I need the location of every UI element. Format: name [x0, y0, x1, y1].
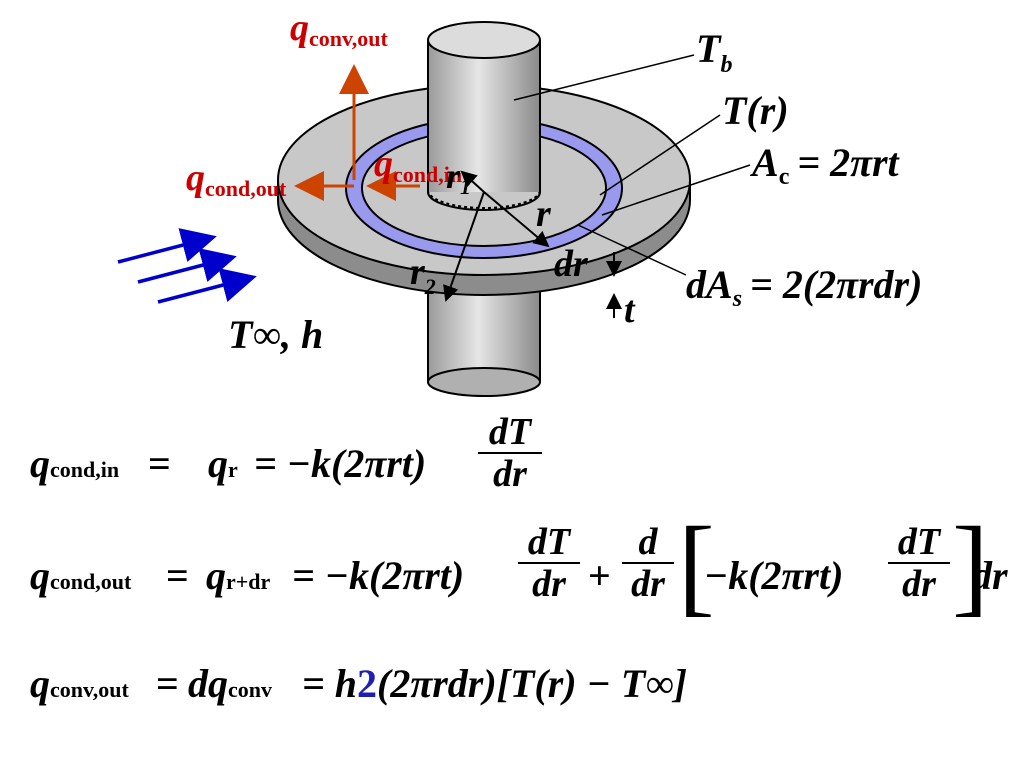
- fluid-flow-arrows: [117, 228, 257, 304]
- eq3-dq: dqconv: [188, 661, 272, 706]
- label-Tinf-h: T∞, h: [228, 312, 323, 357]
- label-r1: r1: [446, 156, 471, 199]
- eq1-equals: =: [148, 441, 171, 486]
- eq2-bracket-right: ]: [952, 504, 989, 626]
- radius-lines: [443, 170, 550, 302]
- eq2-rhs1: = −k(2πrt): [292, 553, 465, 598]
- label-Tr: T(r): [722, 88, 789, 133]
- label-dAs: dAs= 2(2πrdr): [686, 262, 922, 312]
- label-q-cond-out: qcond,out: [186, 157, 287, 201]
- label-Tb: Tb: [696, 26, 732, 78]
- eq2-qrdr: qr+dr: [206, 553, 271, 598]
- heat-flow-arrows: [294, 64, 420, 201]
- label-r2: r2: [410, 251, 436, 299]
- label-q-cond-in: qcond,in: [374, 143, 462, 187]
- eq3-equals: =: [156, 661, 179, 706]
- label-dr: dr: [554, 243, 589, 285]
- eq2-tail: dr: [972, 553, 1008, 598]
- eq2-bracket-inner: −k(2πrt): [704, 553, 844, 598]
- leader-lines: [513, 54, 751, 276]
- eq1-qr: qr: [208, 441, 238, 486]
- lower-cylinder: [427, 289, 541, 397]
- eq3-lhs: qconv,out: [30, 661, 129, 706]
- eq2-lhs: qcond,out: [30, 553, 132, 598]
- eq1-lhs: qcond,in: [30, 441, 120, 486]
- diagram-labels: qconv,out qcond,out qcond,in Tb T(r) Ac=…: [186, 7, 922, 357]
- label-q-conv-out: qconv,out: [290, 7, 389, 51]
- eq3-rhs: = h2(2πrdr)[T(r) − T∞]: [302, 661, 688, 706]
- label-t: t: [624, 289, 636, 331]
- label-Ac: Ac= 2πrt: [749, 140, 901, 190]
- eq2-equals: =: [166, 553, 189, 598]
- label-r: r: [536, 193, 552, 235]
- upper-cylinder: [427, 21, 541, 211]
- eq1-rhs: = −k(2πrt): [254, 441, 427, 486]
- eq2-plus: +: [588, 553, 611, 598]
- eq2-bracket-left: [: [678, 504, 715, 626]
